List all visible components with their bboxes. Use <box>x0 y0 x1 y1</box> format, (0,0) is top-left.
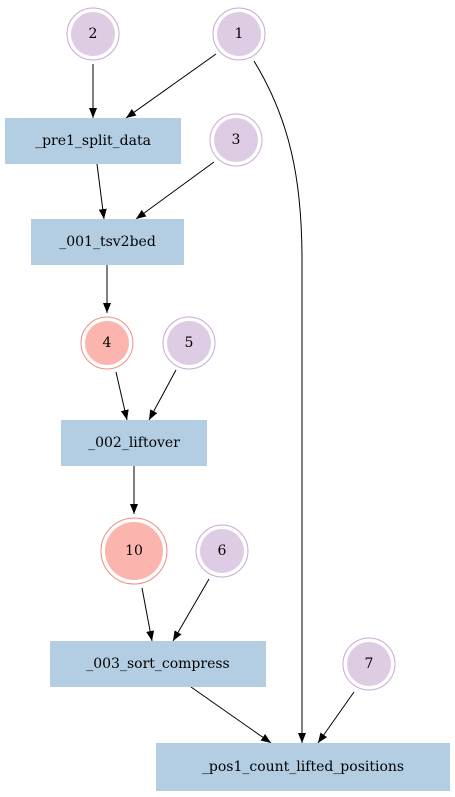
node-label-pos1: _pos1_count_lifted_positions <box>202 759 404 775</box>
node-label-n4: 4 <box>103 335 112 351</box>
edge-n6-to-p003 <box>172 578 210 642</box>
edge-n1-to-pos1 <box>253 60 306 743</box>
node-outer-ring <box>209 113 263 167</box>
node-outer-ring <box>162 316 216 370</box>
process-node-p003[interactable]: _003_sort_compress <box>50 641 266 687</box>
edge-n10-to-p003 <box>141 587 155 642</box>
node-box <box>5 118 181 164</box>
node-circle <box>105 522 163 580</box>
node-label-n1: 1 <box>235 26 244 42</box>
edge-n3-to-p001 <box>135 161 215 220</box>
edge-pre1-to-p001 <box>96 163 107 220</box>
process-node-p001[interactable]: _001_tsv2bed <box>31 219 184 265</box>
edges <box>89 53 355 744</box>
node-circle <box>71 12 115 56</box>
edge-n7-to-pos1 <box>317 691 355 744</box>
node-box <box>156 743 450 791</box>
edge-n1-to-pre1 <box>125 53 217 119</box>
data-node-n10[interactable]: 10 <box>100 517 168 585</box>
node-outer-ring <box>342 637 396 691</box>
node-label-p003: _003_sort_compress <box>86 656 230 672</box>
node-label-n2: 2 <box>89 26 98 42</box>
data-node-n5[interactable]: 5 <box>162 316 216 370</box>
node-box <box>31 219 184 265</box>
node-label-n6: 6 <box>218 543 227 559</box>
node-circle <box>167 321 211 365</box>
data-node-n3[interactable]: 3 <box>209 113 263 167</box>
node-box <box>61 420 207 466</box>
node-circle <box>347 642 391 686</box>
node-outer-ring <box>80 316 134 370</box>
node-circle <box>217 12 261 56</box>
node-outer-ring <box>100 517 168 585</box>
edge-n4-to-p002 <box>115 371 129 421</box>
data-node-n1[interactable]: 1 <box>212 7 266 61</box>
process-node-pre1[interactable]: _pre1_split_data <box>5 118 181 164</box>
data-node-n2[interactable]: 2 <box>66 7 120 61</box>
process-node-pos1[interactable]: _pos1_count_lifted_positions <box>156 743 450 791</box>
node-label-n7: 7 <box>365 656 374 672</box>
node-label-p001: _001_tsv2bed <box>59 234 156 250</box>
node-label-pre1: _pre1_split_data <box>35 133 151 149</box>
node-outer-ring <box>212 7 266 61</box>
node-circle <box>85 321 129 365</box>
node-label-n10: 10 <box>125 543 143 559</box>
data-node-n4[interactable]: 4 <box>80 316 134 370</box>
data-node-n7[interactable]: 7 <box>342 637 396 691</box>
node-label-p002: _002_liftover <box>88 435 180 451</box>
node-outer-ring <box>195 524 249 578</box>
node-box <box>50 641 266 687</box>
nodes: 2 1 3 4 5 10 6 7 _pre1_split_data _001_tsv2bed _00… <box>5 7 450 791</box>
node-label-n5: 5 <box>185 335 194 351</box>
process-node-p002[interactable]: _002_liftover <box>61 420 207 466</box>
data-node-n6[interactable]: 6 <box>195 524 249 578</box>
node-label-n3: 3 <box>232 132 241 148</box>
node-circle <box>214 118 258 162</box>
node-circle <box>200 529 244 573</box>
edge-p003-to-pos1 <box>190 686 272 744</box>
node-outer-ring <box>66 7 120 61</box>
edge-n5-to-p002 <box>148 369 177 421</box>
